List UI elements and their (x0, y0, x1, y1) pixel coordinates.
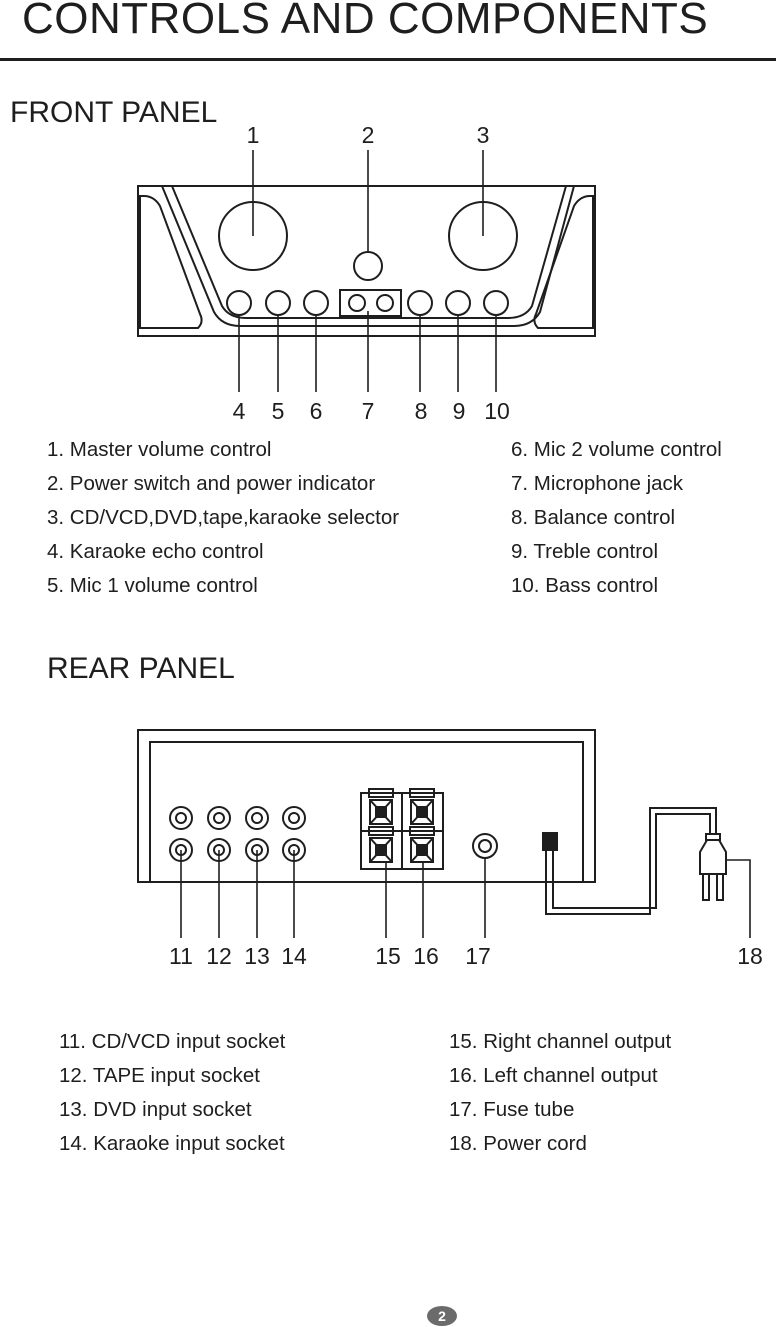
rca-sockets (169, 806, 306, 862)
callout-label: 7 (361, 398, 375, 424)
page-title: CONTROLS AND COMPONENTS (22, 0, 709, 43)
echo-knob (226, 290, 252, 316)
rear-panel-inner (149, 741, 584, 882)
speaker-terminals (360, 788, 444, 870)
legend-item: 7. Microphone jack (511, 472, 684, 495)
callout-label: 2 (361, 122, 375, 148)
legend-item: 16. Left channel output (449, 1064, 658, 1087)
legend-item: 13. DVD input socket (59, 1098, 252, 1121)
right-side-wedge (533, 195, 594, 329)
mic1-knob (265, 290, 291, 316)
balance-knob (407, 290, 433, 316)
cord-entry (542, 832, 558, 851)
mic-jack-panel (339, 289, 402, 317)
power-plug (699, 833, 727, 901)
rear-legend-right: 15. Right channel output 16. Left channe… (449, 1025, 671, 1161)
legend-item: 12. TAPE input socket (59, 1064, 260, 1087)
legend-item: 15. Right channel output (449, 1030, 672, 1053)
page-number: 2 (427, 1306, 457, 1326)
power-cord (545, 807, 717, 915)
legend-item: 6. Mic 2 volume control (511, 438, 722, 461)
rear-panel-outline (137, 729, 596, 883)
treble-knob (445, 290, 471, 316)
callout-label: 1 (246, 122, 260, 148)
callout-label: 10 (484, 398, 510, 424)
rear-panel-illustration (137, 729, 727, 915)
bass-knob (483, 290, 509, 316)
front-leader-lines (238, 150, 497, 392)
legend-item: 3. CD/VCD,DVD,tape,karaoke selector (47, 506, 400, 529)
callout-label: 17 (465, 943, 491, 969)
front-panel-bezel (161, 185, 575, 327)
front-panel-outline (137, 185, 596, 337)
legend-item: 11. CD/VCD input socket (59, 1030, 286, 1053)
callout-label: 18 (737, 943, 763, 969)
front-panel-title: FRONT PANEL (10, 96, 218, 129)
power-switch (353, 251, 383, 281)
front-legend-left: 1. Master volume control 2. Power switch… (47, 433, 399, 603)
mic-jack-2 (376, 294, 394, 312)
callout-label: 14 (281, 943, 307, 969)
callout-label: 4 (232, 398, 246, 424)
front-panel-illustration (137, 185, 596, 337)
title-divider (0, 58, 776, 61)
callout-label: 15 (375, 943, 401, 969)
legend-item: 9. Treble control (511, 540, 658, 563)
front-legend-right: 6. Mic 2 volume control 7. Microphone ja… (511, 433, 722, 603)
callout-label: 12 (206, 943, 232, 969)
callout-label: 6 (309, 398, 323, 424)
legend-item: 8. Balance control (511, 506, 676, 529)
legend-item: 5. Mic 1 volume control (47, 574, 258, 597)
legend-item: 2. Power switch and power indicator (47, 472, 376, 495)
legend-item: 17. Fuse tube (449, 1098, 575, 1121)
callout-label: 3 (476, 122, 490, 148)
legend-item: 4. Karaoke echo control (47, 540, 264, 563)
legend-item: 14. Karaoke input socket (59, 1132, 285, 1155)
callout-label: 5 (271, 398, 285, 424)
mic-jack-1 (348, 294, 366, 312)
left-side-wedge (139, 195, 203, 329)
callout-label: 11 (169, 943, 193, 969)
fuse-holder (472, 833, 498, 859)
callout-label: 13 (244, 943, 270, 969)
rear-legend-left: 11. CD/VCD input socket 12. TAPE input s… (59, 1025, 285, 1161)
legend-item: 10. Bass control (511, 574, 658, 597)
callout-label: 8 (414, 398, 428, 424)
callout-label: 16 (413, 943, 439, 969)
rear-panel-title: REAR PANEL (47, 652, 235, 685)
callout-label: 9 (452, 398, 466, 424)
mic2-knob (303, 290, 329, 316)
legend-item: 1. Master volume control (47, 438, 272, 461)
legend-item: 18. Power cord (449, 1132, 587, 1155)
rear-leader-lines (180, 850, 751, 938)
